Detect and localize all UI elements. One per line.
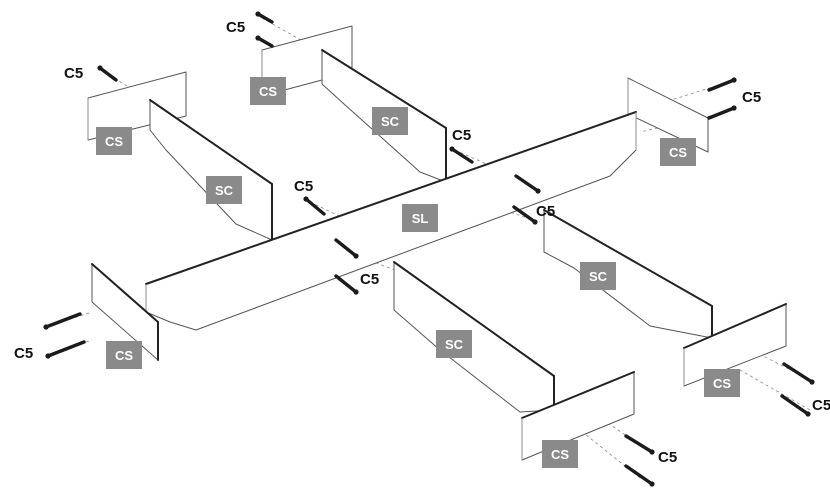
screw-icon bbox=[707, 105, 737, 120]
part-tag-cs: CS bbox=[96, 127, 132, 155]
screw-icon bbox=[303, 196, 326, 216]
screw-icon bbox=[97, 65, 118, 82]
screw-callout: C5 bbox=[294, 178, 313, 195]
part-tag-sc-text: SC bbox=[445, 337, 464, 352]
side-panel-sc-lower-center bbox=[393, 261, 555, 413]
end-panel-cs-left bbox=[91, 263, 159, 361]
screw-icon bbox=[334, 238, 359, 259]
screw-icon bbox=[255, 35, 274, 48]
side-panel-sc-upper-left bbox=[149, 99, 273, 241]
screw-icon bbox=[624, 434, 655, 455]
screw-callout: C5 bbox=[226, 19, 245, 36]
part-tag-sc: SC bbox=[436, 330, 472, 358]
part-tag-sl-text: SL bbox=[412, 211, 429, 226]
part-tag-cs-text: CS bbox=[713, 376, 731, 391]
screw-callout: C5 bbox=[536, 203, 555, 220]
screw-icon bbox=[782, 362, 815, 385]
part-tag-sc-text: SC bbox=[589, 269, 608, 284]
screw-callout: C5 bbox=[742, 89, 761, 106]
part-tag-cs-text: CS bbox=[669, 145, 687, 160]
screw-icon bbox=[780, 394, 811, 417]
end-panel-cs-upper-right bbox=[627, 77, 709, 153]
screw-callout: C5 bbox=[658, 449, 677, 466]
part-tag-sc: SC bbox=[580, 262, 616, 290]
part-tag-cs-text: CS bbox=[105, 134, 123, 149]
screws bbox=[43, 11, 815, 487]
part-tag-cs: CS bbox=[660, 138, 696, 166]
screw-icon bbox=[334, 274, 359, 295]
screw-icon bbox=[43, 312, 82, 330]
part-tag-sl: SL bbox=[402, 204, 438, 232]
screw-callout: C5 bbox=[812, 397, 830, 414]
screw-icon bbox=[45, 340, 86, 359]
screw-icon bbox=[514, 174, 541, 194]
part-tag-cs-text: CS bbox=[551, 447, 569, 462]
screw-callout: C5 bbox=[64, 65, 83, 82]
part-tag-cs: CS bbox=[250, 77, 286, 105]
part-tag-cs: CS bbox=[106, 341, 142, 369]
screw-callouts: C5 C5 C5 C5 C5 C5 C5 C5 C5 C5 bbox=[14, 19, 830, 466]
part-tag-cs: CS bbox=[704, 369, 740, 397]
side-panel-sc-lower-right bbox=[543, 209, 713, 339]
part-tag-sc-text: SC bbox=[215, 183, 234, 198]
end-panel-cs-right bbox=[683, 303, 787, 387]
part-tag-sc: SC bbox=[372, 107, 408, 135]
screw-icon bbox=[624, 464, 655, 487]
screw-callout: C5 bbox=[14, 345, 33, 362]
screw-icon bbox=[512, 205, 538, 225]
part-tag-cs-text: CS bbox=[115, 348, 133, 363]
screw-icon bbox=[255, 11, 274, 24]
screw-icon bbox=[449, 146, 474, 164]
screw-icon bbox=[707, 77, 737, 92]
part-tag-cs-text: CS bbox=[259, 84, 277, 99]
screw-callout: C5 bbox=[452, 127, 471, 144]
end-panel-cs-bottom bbox=[521, 371, 635, 461]
part-tag-sc-text: SC bbox=[381, 114, 400, 129]
part-tag-cs: CS bbox=[542, 440, 578, 468]
part-tag-sc: SC bbox=[206, 176, 242, 204]
screw-callout: C5 bbox=[360, 271, 379, 288]
end-panel-cs-upper-left bbox=[87, 71, 187, 141]
